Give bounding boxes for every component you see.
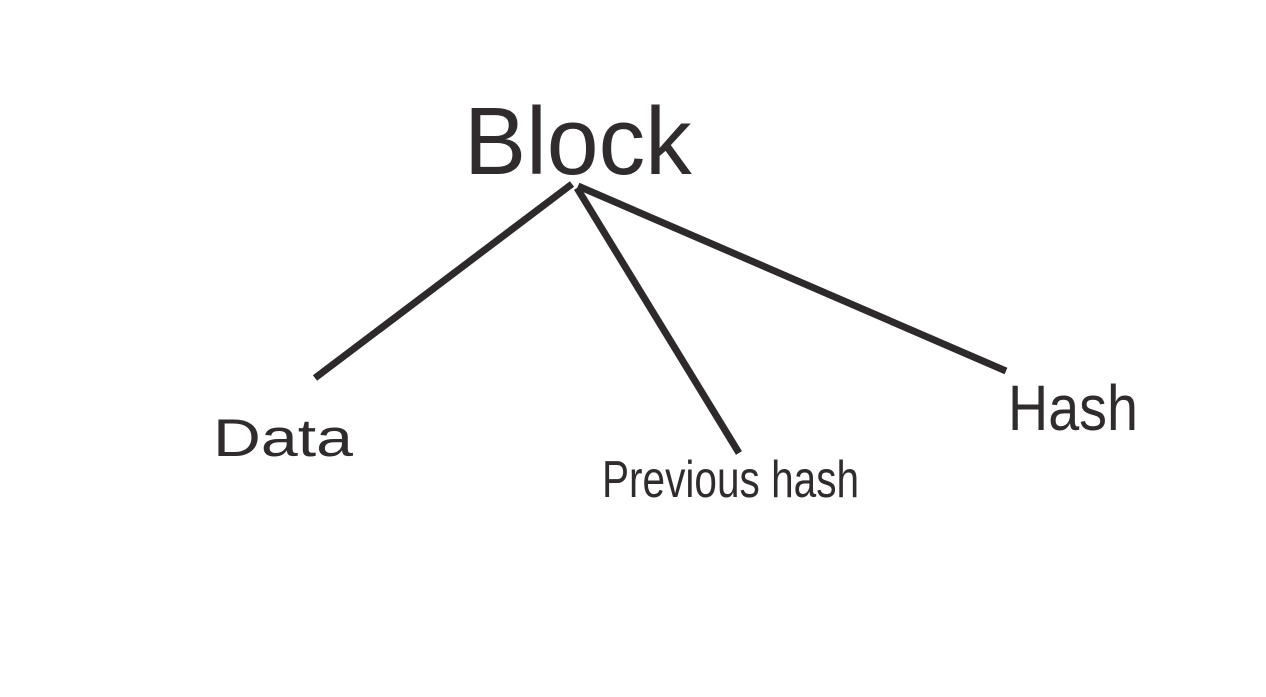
node-block-label: Block (464, 88, 692, 195)
node-hash-label: Hash (1008, 372, 1138, 444)
edge-block-to-hash (576, 182, 1008, 375)
node-data-label: Data (213, 409, 353, 468)
edge-block-to-data (312, 181, 575, 381)
node-previous-hash-label: Previous hash (602, 451, 860, 509)
edge-block-to-previous-hash (574, 186, 742, 455)
